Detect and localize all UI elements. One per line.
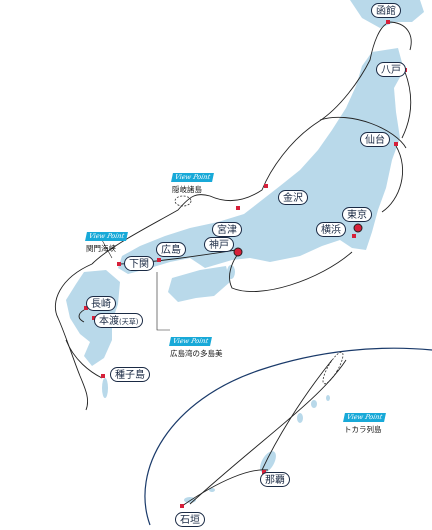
route-naha-tokara [261,359,333,471]
port-dot-hiroshima [157,258,161,262]
viewpoint-name: 広島湾の多島美 [170,349,223,358]
port-dot-shimonoseki [117,262,121,266]
route-kyushu-west [54,263,93,411]
viewpoint-name: 隠岐諸島 [172,185,202,194]
route-tanegashima [65,339,103,379]
port-label-hachinohe: 八戸 [376,62,406,77]
route-sendai-tokyo [381,145,404,213]
viewpoint-oki: View Point 隠岐諸島 [171,164,215,195]
port-label-ishigaki: 石垣 [175,512,205,527]
port-label-shimonoseki: 下関 [124,256,154,271]
viewpoint-tokara: View Point トカラ列島 [343,404,387,435]
land-awaji [227,265,235,279]
port-label-hondo-note: (天草) [119,318,139,326]
port-label-yokohama: 横浜 [316,222,346,237]
port-label-hondo: 本渡(天草) [94,313,144,328]
port-label-hakodate: 函館 [371,3,401,18]
tokara-marker [322,351,344,385]
route-sendai-sea [319,116,407,149]
land-shikoku [168,266,230,302]
viewpoint-tag: View Point [85,232,129,241]
land-honshu [118,48,404,274]
port-dot-nagasaki [84,306,88,310]
viewpoint-tag: View Point [169,337,213,346]
port-dot-miyazu [236,206,240,210]
port-dot-kobe [233,247,243,257]
port-label-nagasaki: 長崎 [86,296,116,311]
viewpoint-name: トカラ列島 [344,425,382,434]
route-seaofjapan [91,23,387,265]
route-tokyo-kobe-pacific [229,251,353,292]
port-dot-tokyo [353,223,363,233]
viewpoint-hiroshima-bay: View Point 広島湾の多島美 [169,328,223,359]
route-hakodate-hachinohe [387,21,412,51]
port-dots [84,20,407,508]
okinawa-inset-arc [144,347,432,526]
port-dot-hakodate [386,20,390,24]
port-label-naha: 那覇 [260,472,290,487]
port-label-tanegashima: 種子島 [110,367,150,382]
port-dot-ishigaki [180,504,184,508]
port-label-kobe: 神戸 [204,237,234,252]
port-label-tokyo: 東京 [342,207,372,222]
viewpoint-kanmon: View Point 関門海峡 [85,223,129,254]
route-tokara-ishigaki [189,359,347,505]
port-label-miyazu: 宮津 [212,222,242,237]
cruise-routes [54,21,412,507]
port-dot-tanegashima [101,374,105,378]
port-dot-kanazawa [264,184,268,188]
port-dot-yokohama [352,234,356,238]
viewpoint-tag: View Point [343,413,387,422]
oki-islands-marker [174,195,192,207]
viewpoint-tag: View Point [171,173,215,182]
land-tanegashima [102,378,108,398]
port-dot-sendai [394,142,398,146]
port-label-kanazawa: 金沢 [278,190,308,205]
port-label-hondo-name: 本渡 [99,316,119,327]
viewpoint-name: 関門海峡 [86,244,116,253]
route-hachinohe-sendai [401,71,412,139]
port-label-hiroshima: 広島 [156,242,186,257]
ryukyu-islands [184,395,330,503]
viewpoint-connectors [101,239,170,331]
port-label-sendai: 仙台 [360,132,390,147]
